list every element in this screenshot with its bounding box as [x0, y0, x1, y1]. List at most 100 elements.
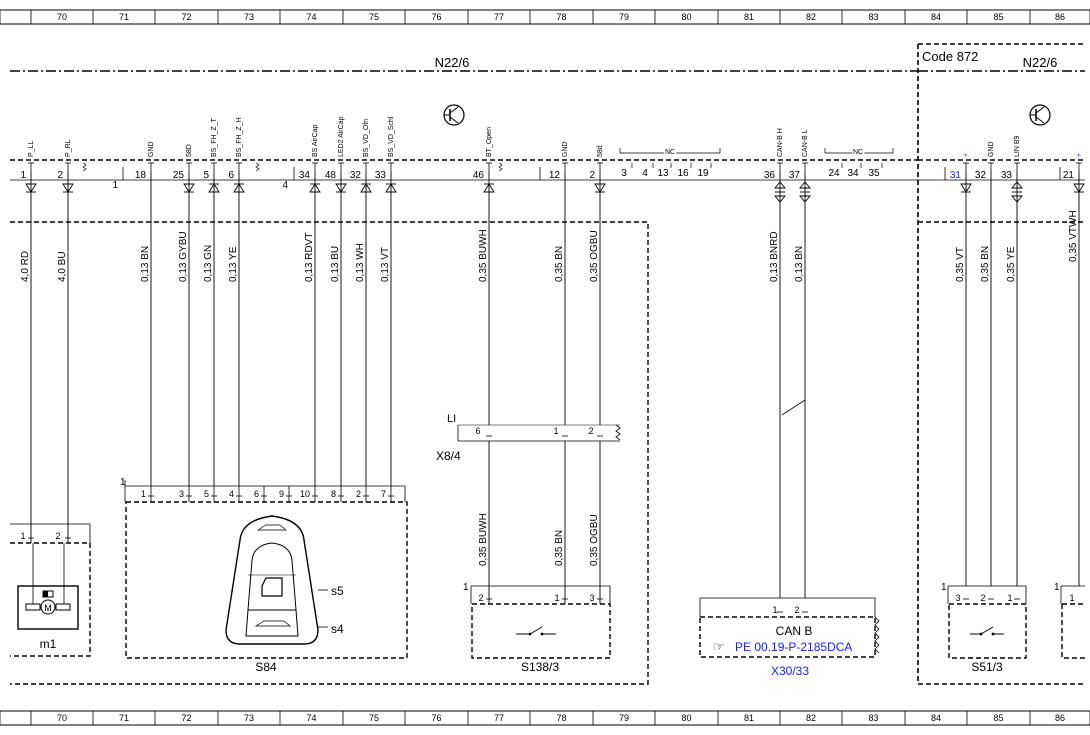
wire-label: 0,13 WH	[355, 236, 366, 284]
ruler-label: 84	[931, 12, 941, 22]
component-label[interactable]: X30/33	[771, 664, 809, 678]
wire-label: 0,13 VT	[380, 236, 391, 284]
pin-name: BT_Open	[486, 127, 493, 157]
pin-number: 12	[549, 170, 561, 181]
wire-label: 0,13 RDVT	[304, 224, 315, 284]
svg-text:4,0 RD: 4,0 RD	[20, 251, 31, 282]
svg-text:0,13 WH: 0,13 WH	[355, 243, 366, 282]
ruler-label: 77	[494, 12, 504, 22]
svg-text:P_LL: P_LL	[28, 141, 35, 157]
svg-text:GND: GND	[148, 141, 155, 157]
svg-text:GND: GND	[562, 141, 569, 157]
ruler-label: 83	[868, 12, 878, 22]
component-number: 1	[1054, 582, 1060, 593]
svg-text:0,35 OGBU: 0,35 OGBU	[589, 514, 600, 566]
pin-name: LIN B9	[1014, 135, 1021, 157]
nc-pin: 4	[642, 168, 648, 179]
nc-pin: 34	[847, 168, 859, 179]
wire-label: 0,35 BN	[554, 520, 565, 568]
ruler-label: 71	[119, 12, 129, 22]
pin-name: BS_FH_Z_T	[211, 117, 218, 157]
motor-icon: M	[44, 603, 52, 613]
pin-name: CAN-B L	[802, 129, 809, 157]
pin-name: +	[1076, 153, 1083, 157]
svg-text:0,13 BN: 0,13 BN	[794, 246, 805, 282]
option-module-label: N22/6	[1023, 55, 1058, 70]
svg-text:LIN B9: LIN B9	[1014, 135, 1021, 157]
wire-label: 0,13 BN	[794, 236, 805, 284]
pin-number: 18	[135, 170, 147, 181]
ruler-label: 76	[431, 12, 441, 22]
pin-number: 32	[975, 170, 987, 181]
pin-name: BS_VD_Schl	[388, 116, 395, 157]
svg-text:0,35 YE: 0,35 YE	[1006, 246, 1017, 282]
svg-text:+: +	[1076, 153, 1083, 157]
ruler-label: 84	[931, 713, 941, 723]
wire-label: 0,35 BN	[980, 236, 991, 284]
wire-label: 0,35 OGBU	[589, 508, 600, 568]
nc-pin: 35	[868, 168, 880, 179]
component-right-partial: 1 1	[1054, 582, 1085, 659]
pin-number: 5	[203, 170, 209, 181]
ruler-label: 80	[681, 12, 691, 22]
connector-group-number: 4	[282, 180, 288, 191]
wire-label: 0,13 GN	[203, 236, 214, 284]
pin-number: 32	[350, 170, 362, 181]
pin-number: 21	[1063, 170, 1075, 181]
pin-number: 48	[325, 170, 337, 181]
nc-label: NC	[665, 149, 675, 156]
ruler-label: 83	[868, 713, 878, 723]
ruler-label: 85	[993, 713, 1003, 723]
svg-text:LED2 AirCap: LED2 AirCap	[338, 116, 345, 157]
harness-region	[10, 221, 1085, 685]
pin-number: 34	[299, 170, 311, 181]
option-code: Code 872	[922, 49, 978, 64]
ruler-label: 79	[619, 12, 629, 22]
svg-text:0,35 OGBU: 0,35 OGBU	[589, 230, 600, 282]
connector-label: X8/4	[436, 449, 461, 463]
connector-x8-4: LI 6 1 2 X8/4	[436, 413, 621, 463]
wire-label: 0,13 YE	[228, 236, 239, 284]
component-number: 1	[120, 477, 126, 488]
pin-number: 1	[554, 593, 559, 603]
pin-name: GND	[148, 141, 155, 157]
pins-layer: P_LL1P_RL2GND1858D25BS_FH_Z_T5BS_FH_Z_H6…	[20, 116, 1085, 203]
ruler-label: 85	[993, 12, 1003, 22]
component-label: S138/3	[521, 660, 559, 674]
pin-number: 37	[789, 170, 801, 181]
ruler-label: 72	[181, 713, 191, 723]
reference-link[interactable]: PE 00.19-P-2185DCA	[735, 640, 852, 654]
pin-number: 2	[356, 489, 361, 499]
option-box: Code 872 N22/6	[917, 43, 1085, 685]
pin-name: 58d	[597, 145, 604, 157]
svg-text:0,13 BNRD: 0,13 BNRD	[769, 231, 780, 282]
pin-name: LED2 AirCap	[338, 116, 345, 157]
svg-text:0,35 BN: 0,35 BN	[554, 530, 565, 566]
component-number: 1	[463, 582, 469, 593]
svg-text:0,13 GN: 0,13 GN	[203, 245, 214, 282]
pin-number: 36	[764, 170, 776, 181]
pin-name: BS_VD_Ofn	[363, 119, 370, 157]
svg-text:58d: 58d	[597, 145, 604, 157]
ruler-label: 78	[556, 12, 566, 22]
svg-text:0,35 BUWH: 0,35 BUWH	[478, 229, 489, 282]
module-label: N22/6	[435, 55, 470, 70]
can-title: CAN B	[776, 624, 813, 638]
pin-number: 8	[331, 489, 336, 499]
pin-number: 1	[553, 426, 558, 436]
twisted-pair-mark	[781, 399, 806, 416]
pin-number: 1	[20, 531, 25, 541]
pin-number: 1	[20, 170, 26, 181]
svg-text:CAN-B L: CAN-B L	[802, 129, 809, 157]
connector-side: LI	[447, 413, 456, 425]
wire-label: 0,35 VTWH	[1068, 204, 1079, 264]
ruler-label: 81	[744, 713, 754, 723]
pin-name: P_LL	[28, 141, 35, 157]
pin-name: CAN-B H	[777, 128, 784, 157]
pin-number: 5	[204, 489, 209, 499]
